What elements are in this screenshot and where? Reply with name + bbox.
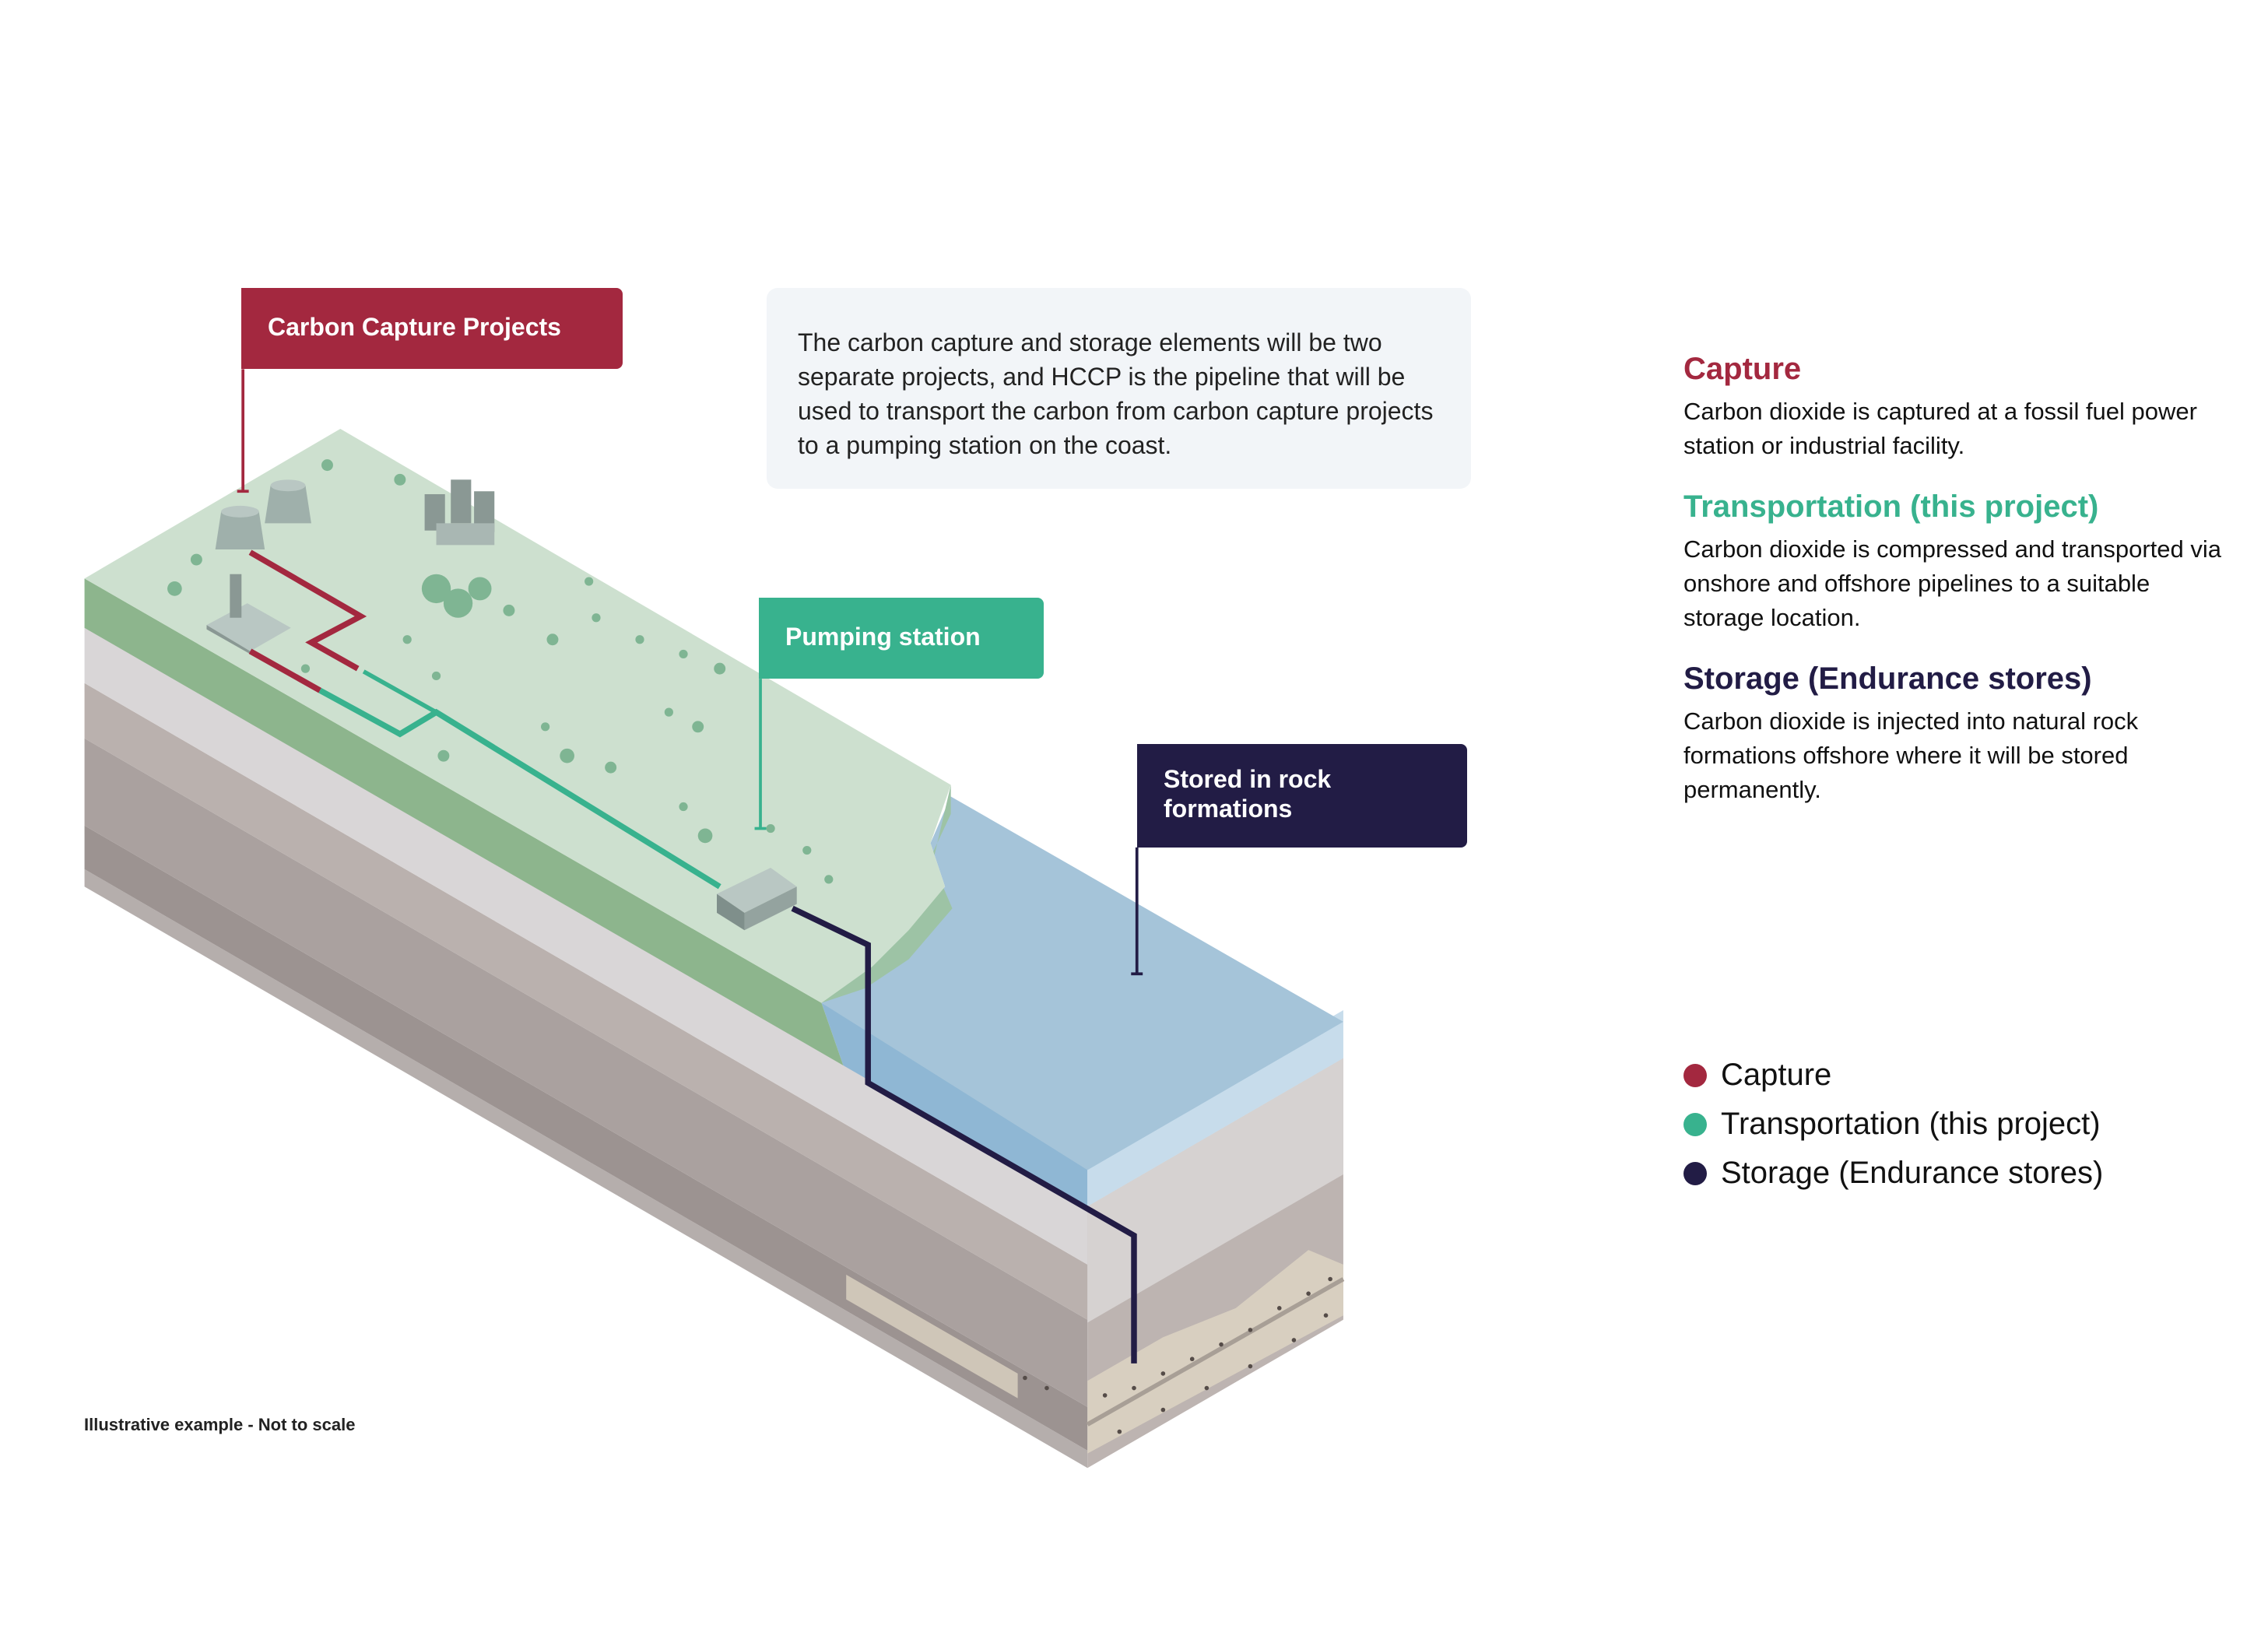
stored-in-rock-label: Stored in rock formations [1137,744,1467,848]
industrial-facility [424,479,495,546]
transport-pipeline-branch [362,669,437,714]
legend: Capture Transportation (this project) St… [1683,1051,2103,1198]
front-green-layer [84,578,844,1065]
trees [167,459,834,884]
legend-item-storage: Storage (Endurance stores) [1683,1149,2103,1198]
transportation-dot-icon [1683,1112,1707,1136]
front-layer-brown [84,738,1088,1407]
storage-pipeline [791,905,1137,1364]
front-water-layer [821,1002,1088,1207]
front-layer-light [84,625,1088,1265]
capture-dot-icon [1683,1063,1707,1087]
pumping-station-building [716,867,797,931]
sandstone-lens [846,1274,1018,1399]
legend-label: Transportation (this project) [1721,1107,2101,1141]
info-box: The carbon capture and storage elements … [767,288,1471,489]
capture-pipeline-2 [248,648,321,693]
label-text: Carbon Capture Projects [268,313,561,341]
power-station-building [206,574,291,655]
legend-label: Storage (Endurance stores) [1721,1156,2104,1190]
footnote: Illustrative example - Not to scale [84,1415,356,1434]
pumping-station-label: Pumping station [759,598,1044,679]
transportation-description: Carbon dioxide is compressed and transpo… [1683,535,2221,631]
rock-pores [1023,1276,1332,1434]
storage-dot-icon [1683,1161,1707,1185]
label-text-line1: Stored in rock [1164,765,1332,793]
land-surface [84,428,951,1003]
legend-label: Capture [1721,1058,1832,1092]
storage-heading: Storage (Endurance stores) [1683,662,2092,696]
stage-descriptions: Capture Carbon dioxide is captured at a … [1683,352,2228,834]
right-face-water [1087,1009,1343,1207]
water-surface [821,796,1343,1170]
cooling-towers [215,479,311,549]
capture-heading: Capture [1683,352,1802,386]
label-text: Pumping station [785,623,981,651]
capture-description: Carbon dioxide is captured at a fossil f… [1683,398,2197,459]
carbon-capture-projects-label: Carbon Capture Projects [241,288,623,369]
rock-seam [1086,1277,1345,1427]
legend-item-capture: Capture [1683,1051,2103,1100]
transport-pipeline-onshore [318,687,721,890]
right-face-light [1087,1058,1343,1323]
front-layer-mid [84,683,1088,1320]
legend-item-transportation: Transportation (this project) [1683,1100,2103,1149]
label-text-line2: formations [1164,795,1293,823]
capture-pipeline [248,549,367,672]
front-layer-dark [84,825,1088,1451]
transportation-heading: Transportation (this project) [1683,490,2099,524]
front-layer-bottom [84,869,1088,1469]
storage-description: Carbon dioxide is injected into natural … [1683,707,2139,803]
